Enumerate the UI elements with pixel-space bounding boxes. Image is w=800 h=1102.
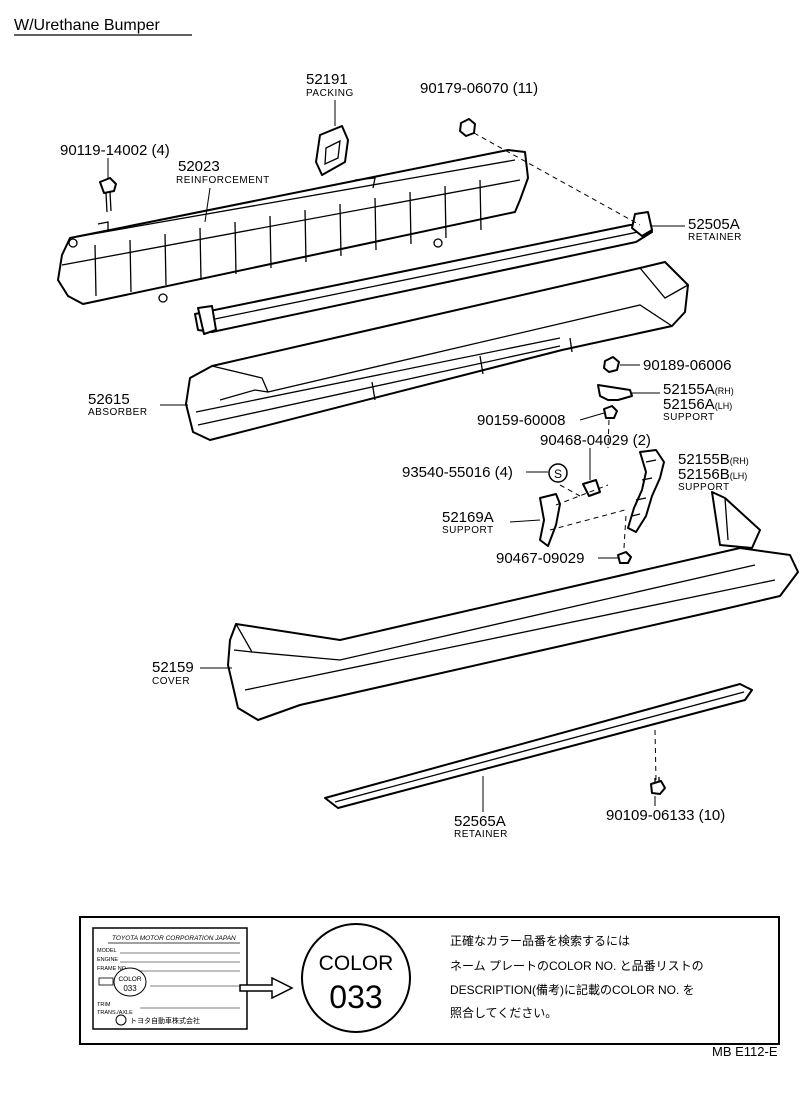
color-note-line-3: DESCRIPTION(備考)に記載のCOLOR NO. を: [450, 982, 695, 997]
plate-footer: トヨタ自動車株式会社: [130, 1016, 200, 1025]
arrow-icon: [239, 976, 294, 1000]
plate-color-value: 033: [123, 984, 137, 993]
label-52023-number: 52023: [178, 158, 220, 175]
label-52565a-number: 52565A: [454, 813, 506, 830]
name-plate: TOYOTA MOTOR CORPORATION JAPAN MODEL ENG…: [92, 927, 248, 1030]
plate-field-trim: TRIM: [97, 1002, 111, 1008]
label-52156b-number: 52156B(LH): [678, 466, 747, 483]
color-badge-label: COLOR: [319, 952, 394, 975]
color-note-box: TOYOTA MOTOR CORPORATION JAPAN MODEL ENG…: [79, 916, 780, 1045]
label-90179-number: 90179-06070 (11): [420, 80, 538, 97]
plate-field-frame: FRAME NO.: [97, 966, 128, 972]
bolt-90119-drawing: [99, 177, 117, 213]
absorber-drawing: [185, 261, 689, 441]
label-93540-number: 93540-55016 (4): [402, 464, 513, 481]
label-52615-number: 52615: [88, 391, 130, 408]
label-90119-number: 90119-14002 (4): [60, 142, 170, 159]
label-52155a-number: 52155A(RH): [663, 381, 734, 398]
label-90468-number: 90468-04029 (2): [540, 432, 651, 449]
plate-field-trans: TRANS./AXLE: [97, 1010, 133, 1016]
label-52169a-number: 52169A: [442, 509, 494, 526]
color-note-line-2: ネーム プレートのCOLOR NO. と品番リストの: [450, 959, 704, 973]
plate-color-label: COLOR: [118, 976, 141, 983]
label-52155b-name: SUPPORT: [678, 482, 730, 493]
color-badge-value: 033: [329, 979, 382, 1015]
color-badge: COLOR 033: [301, 923, 411, 1033]
label-90189-number: 90189-06006: [643, 357, 731, 374]
label-52023-name: REINFORCEMENT: [176, 175, 270, 186]
bolt-90109-drawing: [650, 777, 666, 795]
packing-drawing: [315, 125, 349, 176]
reinforcement-drawing: [57, 149, 529, 305]
label-52156a-number: 52156A(LH): [663, 396, 732, 413]
label-90109-number: 90109-06133 (10): [606, 807, 725, 824]
upper-retainer-drawing: [194, 211, 653, 335]
clip-90468-drawing: [582, 479, 601, 497]
color-note-line-1: 正確なカラー品番を検索するには: [450, 933, 630, 948]
label-90159-number: 90159-60008: [477, 412, 565, 429]
label-52169a-name: SUPPORT: [442, 525, 494, 536]
screw-90467-drawing: [617, 551, 632, 564]
label-52505a-number: 52505A: [688, 216, 740, 233]
label-52159-number: 52159: [152, 659, 194, 676]
label-90467-number: 90467-09029: [496, 550, 584, 567]
support-52155a-drawing: [597, 356, 633, 419]
leader-lines: [107, 100, 685, 812]
nut-93540-drawing: S: [548, 463, 568, 483]
label-52615-name: ABSORBER: [88, 407, 148, 418]
diagram-code: MB E112-E: [712, 1044, 778, 1059]
label-52191-number: 52191: [306, 71, 348, 88]
support-52155b-drawing: [627, 449, 665, 533]
label-52155b-number: 52155B(RH): [678, 451, 749, 468]
diagram-title: W/Urethane Bumper: [14, 17, 161, 34]
plate-field-model: MODEL: [97, 948, 117, 954]
label-52191-name: PACKING: [306, 88, 354, 99]
label-52505a-name: RETAINER: [688, 232, 742, 243]
nut-90179-drawing: [459, 118, 476, 137]
cover-drawing: [227, 491, 799, 721]
label-52159-name: COVER: [152, 676, 190, 687]
color-note-line-4: 照合してください。: [450, 1005, 557, 1020]
plate-field-engine: ENGINE: [97, 957, 118, 963]
support-52169a-drawing: [539, 493, 561, 547]
label-52565a-name: RETAINER: [454, 829, 508, 840]
s-marker: S: [554, 467, 562, 481]
lower-retainer-drawing: [324, 683, 753, 809]
plate-maker: TOYOTA MOTOR CORPORATION JAPAN: [112, 935, 236, 942]
label-52155a-name: SUPPORT: [663, 412, 715, 423]
